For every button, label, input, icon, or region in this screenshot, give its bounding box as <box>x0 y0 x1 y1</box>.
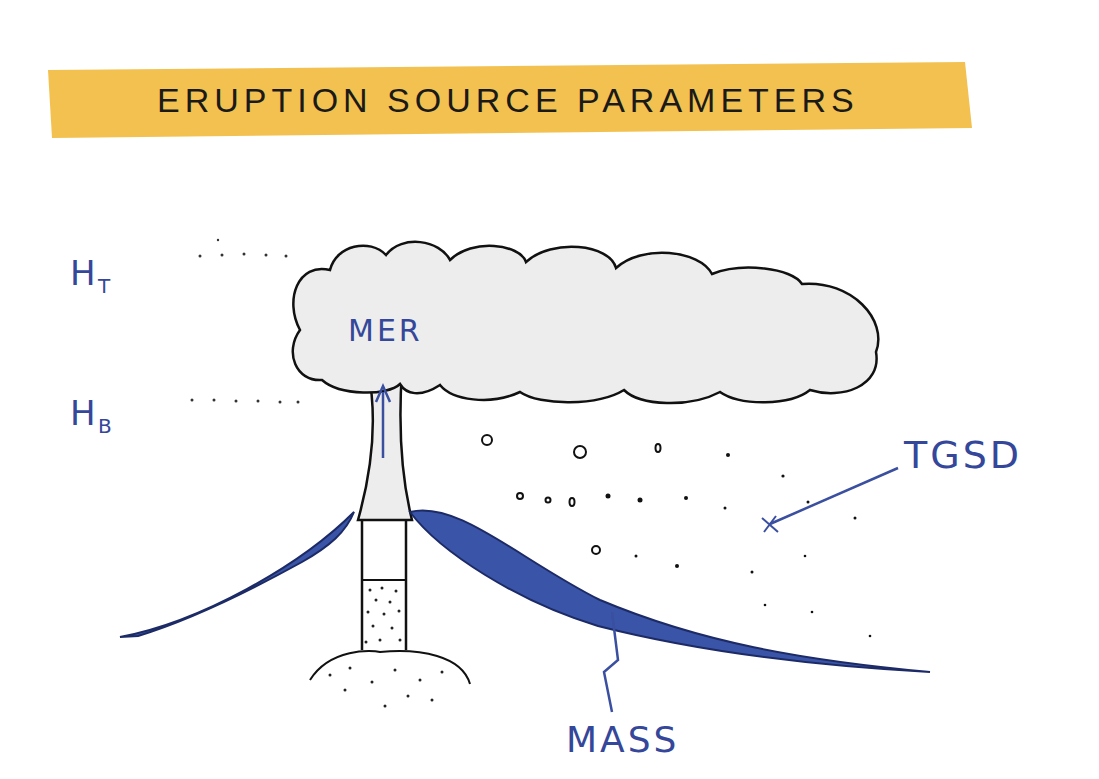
tgsd-mark <box>762 516 778 532</box>
height-dots <box>191 239 300 404</box>
title-band <box>48 62 972 138</box>
mer-arrow <box>382 392 385 458</box>
fragmentation-level <box>362 579 406 581</box>
height-subscript: B <box>98 416 115 436</box>
parameter-label: TGSD <box>904 436 1022 474</box>
falling-fines <box>606 453 872 637</box>
tephra-deposit-left <box>120 512 354 637</box>
height-symbol: H <box>70 256 99 290</box>
mer-arrowhead <box>376 386 390 402</box>
falling-particles <box>482 435 661 554</box>
ash-cloud <box>293 242 879 403</box>
title-text: ERUPTION SOURCE PARAMETERS <box>157 83 859 117</box>
conduit <box>362 520 406 650</box>
height-symbol: H <box>70 396 99 430</box>
parameter-label: MASS <box>566 722 679 758</box>
magma-chamber <box>310 651 470 684</box>
height-subscript: T <box>98 276 113 296</box>
chamber-magma <box>329 667 444 708</box>
conduit-magma <box>365 587 402 644</box>
mass-leader <box>604 612 618 712</box>
tephra-deposit-right <box>410 510 930 672</box>
tgsd-leader <box>770 468 898 524</box>
parameter-label: MER <box>348 316 423 346</box>
